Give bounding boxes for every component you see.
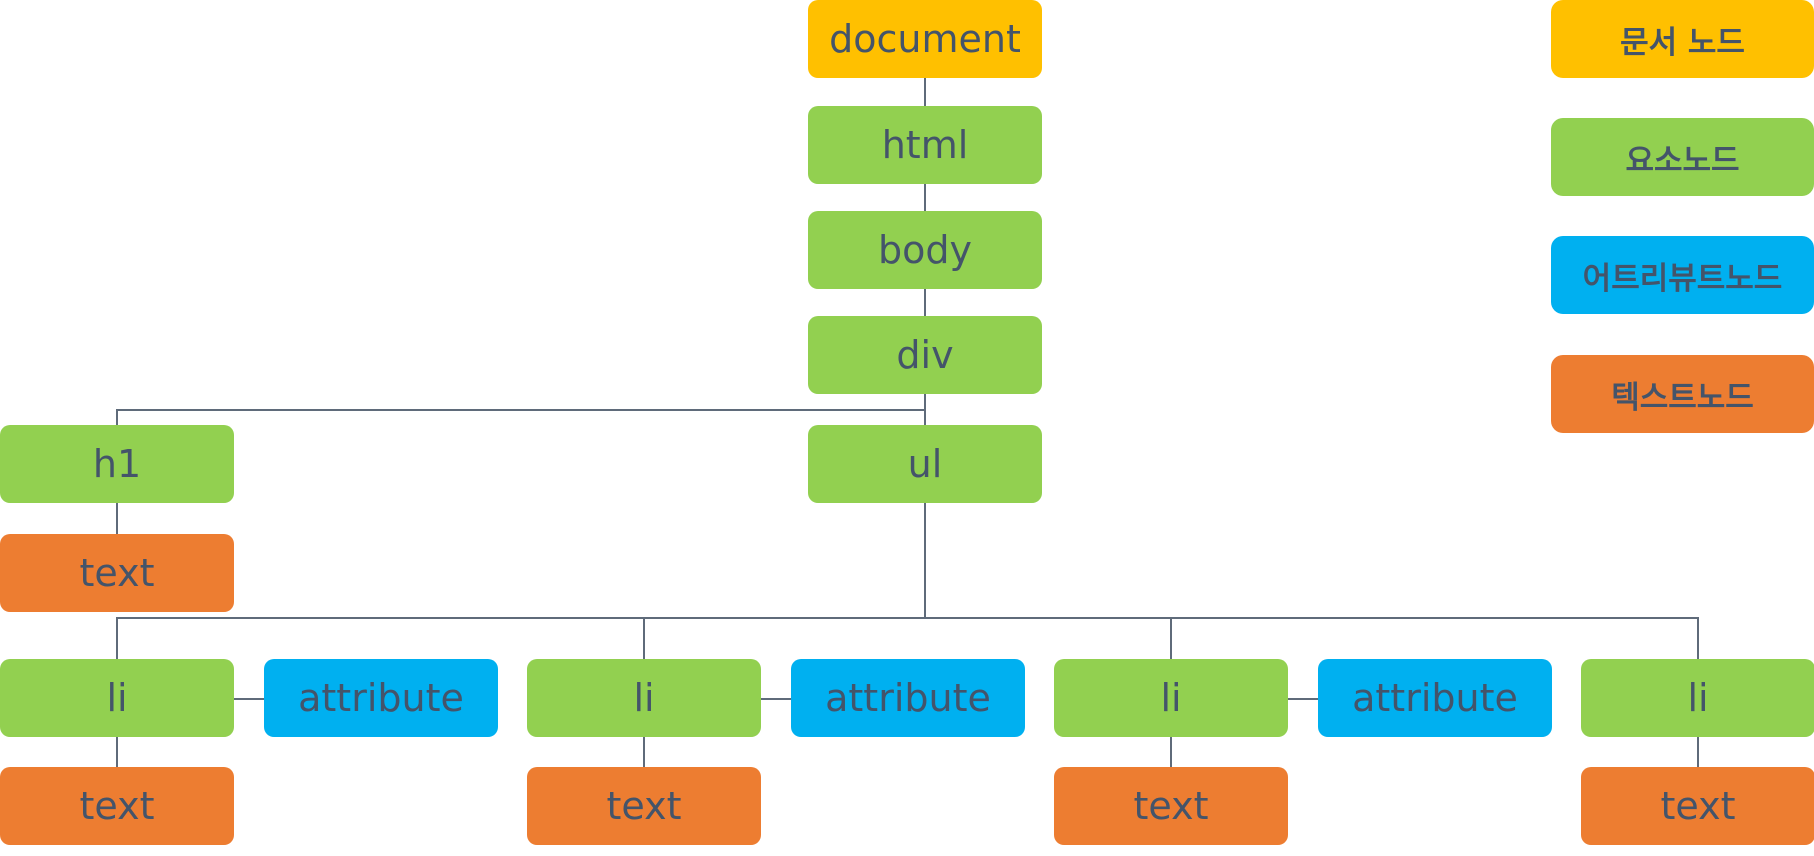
connector-h1-text	[116, 502, 118, 534]
connector-bus-li-3	[1170, 617, 1172, 659]
attribute-node-3: attribute	[1318, 659, 1552, 737]
li-node-4: li	[1581, 659, 1814, 737]
connector-li-1-attr	[234, 698, 264, 700]
h1-text-node: text	[0, 534, 234, 612]
document-node: document	[808, 0, 1042, 78]
connector-div-bus	[116, 409, 926, 411]
legend-element-node: 요소노드	[1551, 118, 1814, 196]
attribute-node-2: attribute	[791, 659, 1025, 737]
connector-bus-li-2	[643, 617, 645, 659]
text-node-2: text	[527, 767, 761, 845]
connector-li-3-text	[1170, 737, 1172, 767]
text-node-3: text	[1054, 767, 1288, 845]
li-node-3: li	[1054, 659, 1288, 737]
legend-attribute-node: 어트리뷰트노드	[1551, 236, 1814, 314]
connector-bus-h1	[116, 409, 118, 425]
connector-li-4-text	[1697, 737, 1699, 767]
text-node-1: text	[0, 767, 234, 845]
connector-html-body	[924, 183, 926, 211]
text-node-4: text	[1581, 767, 1814, 845]
body-node: body	[808, 211, 1042, 289]
connector-li-2-attr	[761, 698, 791, 700]
li-node-2: li	[527, 659, 761, 737]
ul-node: ul	[808, 425, 1042, 503]
html-node: html	[808, 106, 1042, 184]
div-node: div	[808, 316, 1042, 394]
connector-li-3-attr	[1288, 698, 1318, 700]
connector-li-1-text	[116, 737, 118, 767]
connector-ul-trunk	[924, 502, 926, 619]
li-node-1: li	[0, 659, 234, 737]
h1-node: h1	[0, 425, 234, 503]
legend-document-node: 문서 노드	[1551, 0, 1814, 78]
connector-li-2-text	[643, 737, 645, 767]
connector-ul-bus	[116, 617, 1698, 619]
connector-document-html	[924, 78, 926, 106]
attribute-node-1: attribute	[264, 659, 498, 737]
legend-text-node: 텍스트노드	[1551, 355, 1814, 433]
connector-body-div	[924, 288, 926, 316]
connector-bus-li-4	[1697, 617, 1699, 659]
connector-bus-li-1	[116, 617, 118, 659]
